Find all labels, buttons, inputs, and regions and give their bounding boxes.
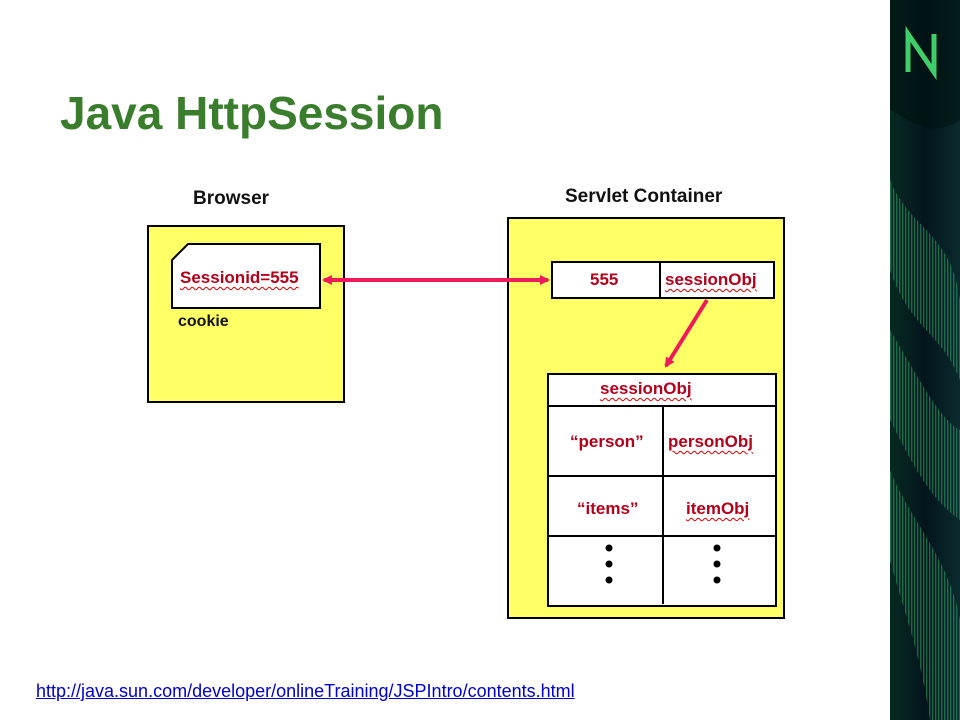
- session-row-2-value: itemObj: [686, 499, 750, 518]
- slide-title: Java HttpSession: [60, 87, 444, 139]
- decorative-side-panel: [890, 0, 960, 720]
- browser-heading: Browser: [193, 188, 270, 209]
- session-row-2-key: “items”: [577, 499, 639, 518]
- cookie-value: Sessionid=555: [180, 268, 299, 287]
- n-logo-icon: [905, 25, 937, 81]
- cookie-label: cookie: [178, 313, 229, 330]
- session-row-1-value: personObj: [668, 432, 754, 451]
- session-table-header: sessionObj: [600, 379, 692, 398]
- lookup-value: sessionObj: [665, 270, 757, 289]
- lookup-session-arrow: [664, 298, 709, 368]
- ellipsis-key-column: [605, 544, 613, 584]
- session-row-1-key: “person”: [570, 432, 644, 451]
- ellipsis-value-column: [713, 544, 721, 584]
- source-link[interactable]: http://java.sun.com/developer/onlineTrai…: [36, 681, 575, 701]
- cookie-card: [171, 243, 321, 309]
- lookup-key: 555: [590, 270, 619, 289]
- container-heading: Servlet Container: [565, 186, 723, 207]
- lookup-table: [551, 261, 775, 299]
